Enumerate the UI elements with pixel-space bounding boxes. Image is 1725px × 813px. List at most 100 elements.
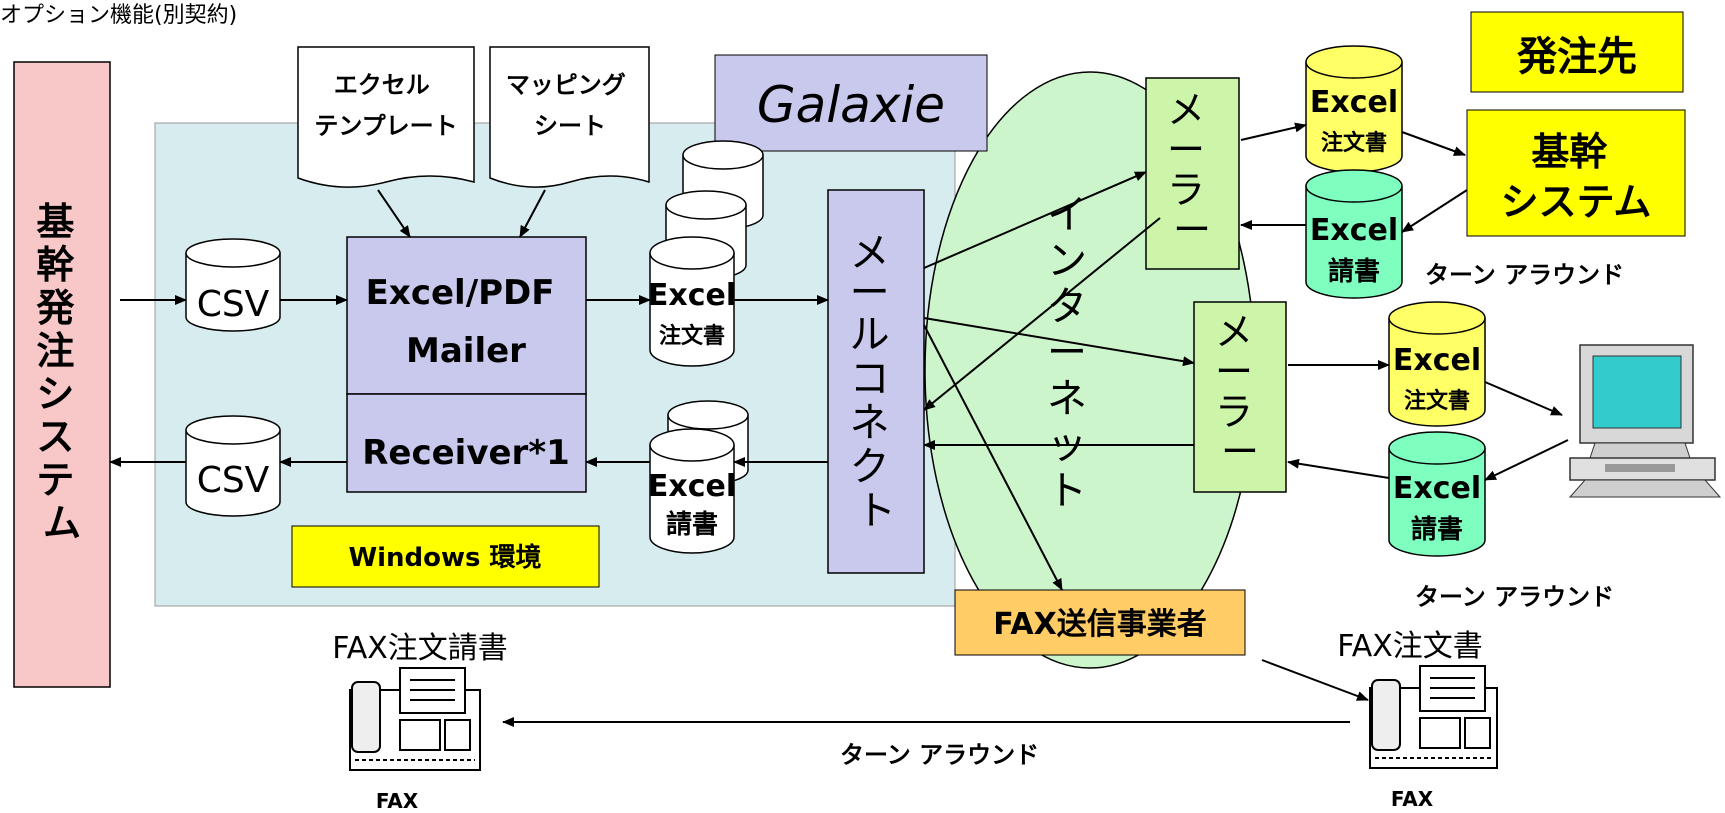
flow-arrows [109, 122, 1569, 727]
reply-stack-title: Excel [648, 469, 736, 504]
mapping-sheet-line2: シート [534, 112, 606, 140]
core-system-line2: システム [1501, 180, 1652, 224]
order-stack-title: Excel [648, 278, 736, 313]
turnaround-bottom-label: ターン アラウンド [840, 741, 1039, 769]
supplier-reply-top-title: Excel [1310, 213, 1398, 248]
mailer-node-char: メ [1167, 88, 1205, 132]
fax-order-label: FAX注文書 [1337, 629, 1483, 664]
mailer-node-char: メ [1215, 310, 1253, 354]
arrow-connect-to-fax-vendor [923, 324, 1063, 591]
caption-text: オプション機能(別契約) [0, 3, 237, 28]
reply-cylinder-stack: Excel 請書 [648, 400, 749, 554]
arrow-template-to-mailer [377, 189, 411, 238]
csv-out-label: CSV [197, 460, 270, 501]
receiver-label: Receiver*1 [362, 433, 570, 473]
mail-connect-char: ク [850, 444, 890, 490]
receiver-box [346, 393, 587, 493]
internet-char: ト [1047, 468, 1087, 514]
host-char: 発 [36, 286, 75, 330]
excel-template-label: エクセル テンプレート [314, 71, 457, 140]
core-system-label: 基幹 システム [1501, 130, 1652, 224]
arrow-mailer-top-to-order-cyl [1240, 122, 1307, 141]
mailer-node-char: ー [1221, 430, 1259, 474]
supplier-reply-bottom-title: Excel [1393, 471, 1481, 506]
windows-env-label: Windows 環境 [348, 542, 541, 573]
arrow-mapping-to-mailer [519, 189, 546, 238]
mail-connect-char: ネ [850, 400, 890, 446]
desktop-computer-icon [1568, 344, 1722, 498]
reply-stack-sub: 請書 [666, 509, 718, 540]
supplier-order-top-title: Excel [1310, 85, 1398, 120]
core-system-box [1466, 109, 1686, 237]
mail-connect-char: メ [850, 230, 890, 276]
host-char: 幹 [36, 243, 74, 287]
internet-char: ネ [1047, 376, 1087, 422]
arrow-core-to-reply-cyl [1401, 189, 1468, 233]
supplier-order-cylinder-bottom: Excel 注文書 [1388, 301, 1486, 427]
fax-right-caption: FAX [1391, 787, 1434, 811]
supplier-label: 発注先 [1517, 34, 1637, 80]
mailer-label: Excel/PDF Mailer [366, 273, 567, 371]
excel-template-doc [297, 46, 475, 188]
mapping-sheet-doc [489, 46, 650, 188]
supplier-reply-cylinder-top: Excel 請書 [1305, 169, 1403, 299]
arrow-pc-to-reply-cyl [1484, 439, 1569, 481]
mailer-node-char: ー [1167, 128, 1205, 172]
host-char: 注 [36, 329, 74, 373]
mailer-node-char: ラ [1167, 168, 1205, 212]
excel-template-line1: エクセル [334, 71, 430, 99]
mail-connect-char: ー [850, 270, 890, 316]
mailer-node-char: ー [1215, 350, 1253, 394]
mailer-node-char: ラ [1215, 390, 1253, 434]
fax-machine-left-icon [349, 667, 481, 771]
supplier-reply-bottom-sub: 請書 [1411, 514, 1463, 545]
supplier-order-top-sub: 注文書 [1321, 130, 1387, 156]
windows-env-box [291, 525, 600, 588]
arrow-connect-to-mailer-bottom [923, 317, 1195, 367]
internet-char: タ [1047, 284, 1087, 330]
order-cylinder-stack: Excel 注文書 [648, 140, 764, 367]
fax-vendor-label: FAX送信事業者 [993, 607, 1206, 642]
excel-template-line2: テンプレート [314, 112, 457, 140]
fax-machine-right-icon [1369, 665, 1498, 769]
arrow-reply-cyl-to-mailer-bottom [1287, 458, 1390, 479]
host-char: テ [36, 458, 74, 502]
mail-connect-label: メ ー ル コ ネ ク ト [850, 230, 903, 534]
mailer-node-top [1145, 77, 1240, 270]
supplier-order-cylinder-top: Excel 注文書 [1305, 45, 1403, 173]
arrow-order-cyl-to-pc [1484, 381, 1563, 416]
internet-char: イ [1047, 192, 1087, 238]
supplier-reply-cylinder-bottom: Excel 請書 [1388, 431, 1486, 557]
csv-in-cylinder: CSV [185, 238, 281, 332]
mailer-line1: Excel/PDF [366, 273, 555, 313]
internet-char: ー [1047, 330, 1087, 376]
arrow-connect-to-mailer-top [923, 171, 1147, 269]
galaxie-box [714, 54, 988, 152]
fax-vendor-box [954, 589, 1246, 656]
internet-char: ン [1047, 238, 1087, 284]
internet-label: イ ン タ ー ネ ッ ト [1047, 192, 1100, 514]
supplier-box [1470, 11, 1684, 93]
mailer-node-char: ー [1173, 208, 1211, 252]
host-char: シ [36, 372, 74, 416]
turnaround-top-label: ターン アラウンド [1425, 261, 1624, 289]
mapping-sheet-line1: マッピング [506, 71, 626, 99]
host-char: ス [36, 415, 74, 459]
mailer-box [346, 236, 587, 395]
core-system-line1: 基幹 [1531, 130, 1607, 174]
host-system-label: 基 幹 発 注 シ ス テ ム [36, 200, 87, 545]
fax-left-caption: FAX [376, 789, 419, 813]
mail-connect-char: コ [850, 356, 890, 402]
arrow-order-cyl-to-core [1401, 131, 1466, 156]
order-stack-sub: 注文書 [659, 323, 725, 349]
arrow-fax-vendor-to-fax [1261, 659, 1369, 701]
mapping-sheet-label: マッピング シート [506, 71, 634, 140]
mailer-node-top-label: メ ー ラ ー [1167, 88, 1217, 252]
mailer-node-bottom-label: メ ー ラ ー [1215, 310, 1265, 474]
mailer-line2: Mailer [406, 331, 526, 371]
arrow-mailer-top-to-connect [923, 217, 1161, 411]
csv-out-cylinder: CSV [185, 415, 281, 517]
mail-connect-char: ル [850, 312, 890, 358]
supplier-order-bottom-sub: 注文書 [1404, 388, 1470, 414]
